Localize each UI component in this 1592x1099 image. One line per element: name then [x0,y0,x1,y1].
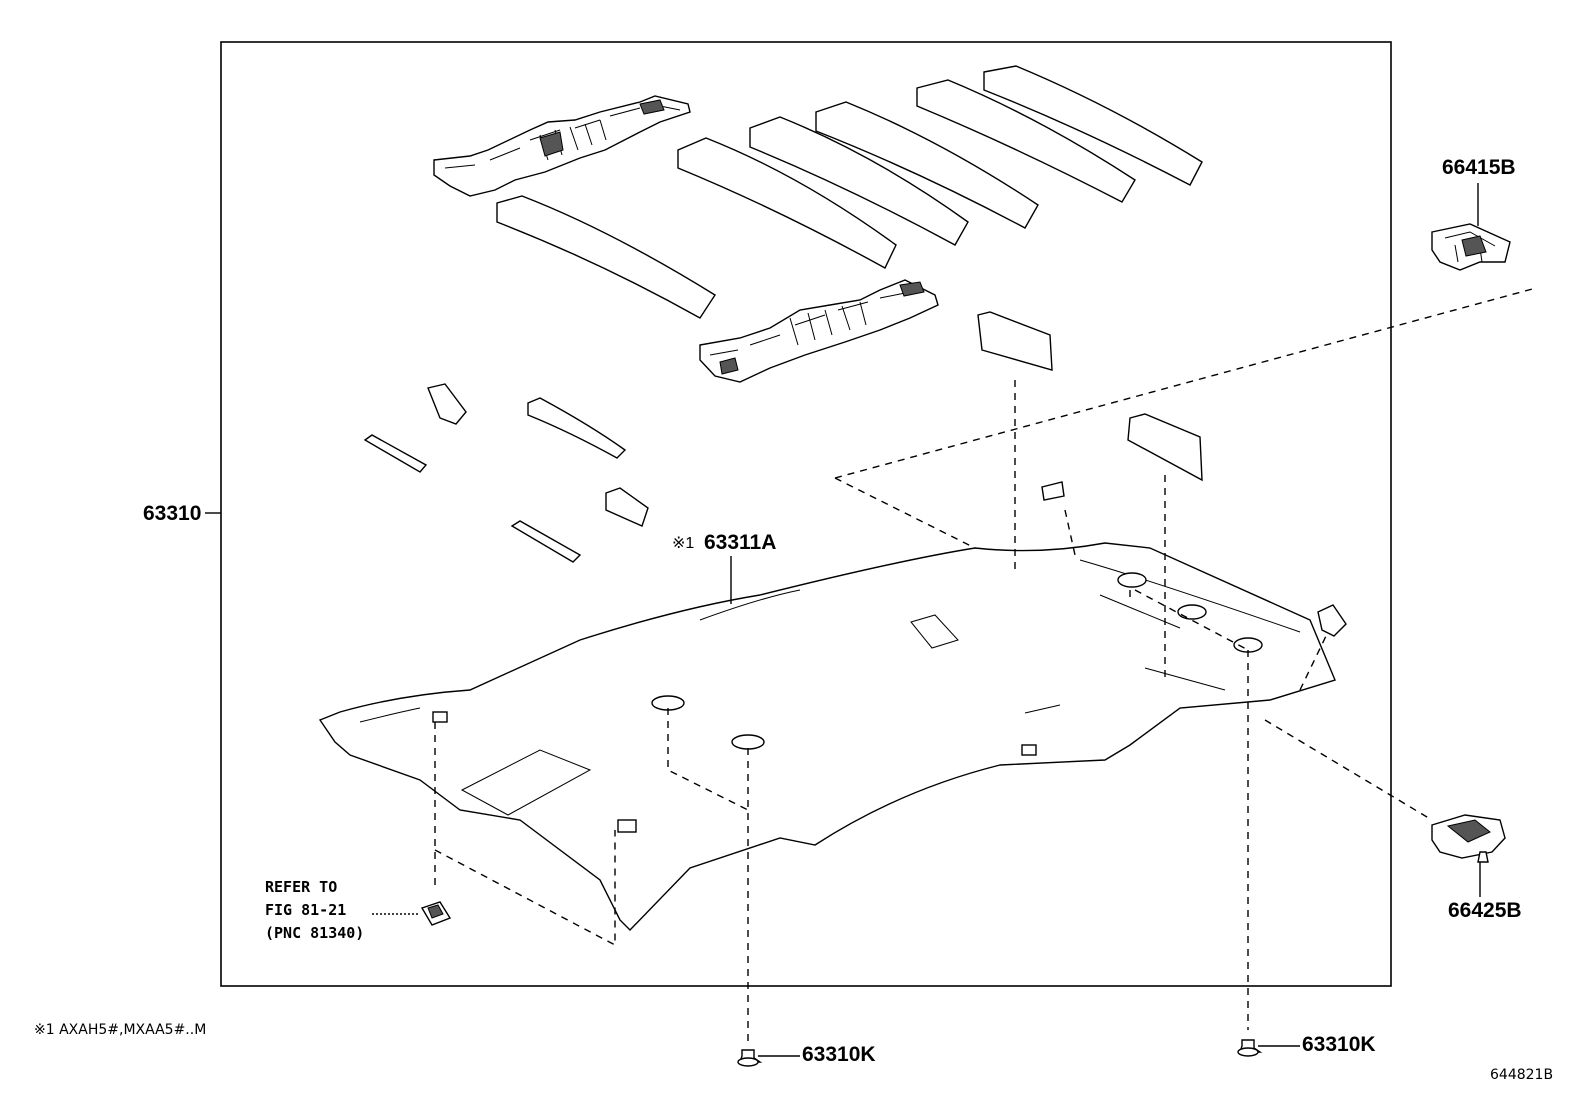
refer-text-line1: REFER TO [265,878,337,896]
assembly-frame [220,41,1392,987]
label-63310k-left: 63310K [802,1043,876,1066]
bracket-66425b [1431,814,1506,863]
bracket-66415b [1431,223,1511,271]
label-63310k-right: 63310K [1302,1033,1376,1056]
headliner-panel [318,542,1336,931]
clip-right-icon [1237,1039,1263,1057]
headliner-grommets [432,572,1263,833]
label-66415b: 66415B [1442,156,1516,179]
figure-id: 644821B [1490,1067,1553,1083]
refer-text-line2: FIG 81-21 [265,901,346,919]
footnote: ※1 AXAH5#,MXAA5#..M [34,1022,206,1038]
middle-harness-bracket [699,279,939,383]
label-66425b: 66425B [1448,899,1522,922]
upper-harness-bracket [433,95,691,197]
refer-text-line3: (PNC 81340) [265,924,364,942]
label-63311a: 63311A [704,531,776,554]
label-63311a-marker: ※1 [672,535,694,552]
small-pads [363,311,1347,637]
clip-left-icon [737,1049,763,1067]
refer-component-icon [420,901,452,926]
pad-strips [496,65,1203,319]
label-63310: 63310 [143,502,201,525]
leader-lines [434,287,1537,1045]
callout-lines [205,183,1481,1057]
